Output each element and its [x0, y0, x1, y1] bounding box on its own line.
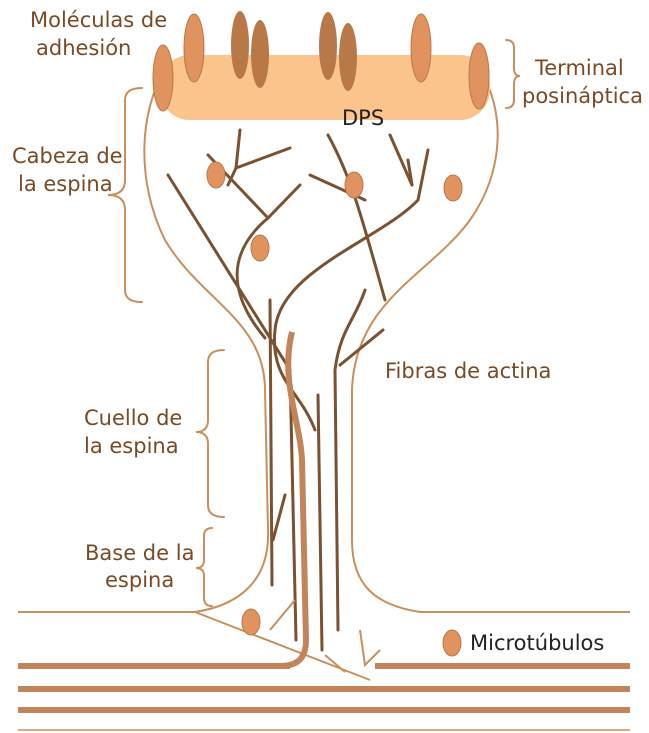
- actin-fiber: [236, 148, 290, 168]
- actin-fiber: [408, 160, 412, 185]
- adhesion-molecule: [231, 11, 249, 79]
- vesicle: [444, 175, 462, 201]
- vesicle: [251, 235, 269, 261]
- bracket-neck: [196, 350, 224, 517]
- vesicle: [207, 162, 225, 188]
- base-label-line2: espina: [105, 568, 174, 592]
- legend-microtubule-swatch: [443, 630, 461, 656]
- actin-fiber: [168, 175, 296, 640]
- adhesion-label-line2: adhesión: [36, 36, 131, 60]
- bracket-head: [108, 88, 142, 302]
- neck-label-line1: Cuello de: [84, 406, 182, 430]
- spine-outline-right: [352, 70, 630, 612]
- adhesion-molecule: [339, 23, 357, 91]
- vesicle: [242, 609, 260, 635]
- actin-fiber: [328, 135, 385, 300]
- terminal-label-line1: Terminal: [534, 56, 624, 80]
- adhesion-molecule: [251, 20, 269, 88]
- adhesion-molecule: [319, 12, 337, 80]
- actin-fiber: [340, 330, 383, 365]
- bracket-terminal: [506, 40, 520, 108]
- adhesion-molecule: [153, 45, 173, 111]
- adhesion-label-line1: Moléculas de: [30, 8, 167, 32]
- psd-label: DPS: [342, 106, 384, 130]
- neck-label-line2: la espina: [84, 434, 179, 458]
- actin-fiber: [318, 395, 322, 650]
- actin-fiber: [270, 300, 272, 585]
- actin-label: Fibras de actina: [385, 359, 551, 383]
- actin-fiber: [273, 495, 285, 540]
- adhesion-molecule: [184, 14, 204, 82]
- microtubules-label: Microtúbulos: [470, 631, 604, 655]
- base-label-line1: Base de la: [85, 541, 194, 565]
- adhesion-molecule: [469, 43, 489, 109]
- base-fiber: [270, 600, 295, 630]
- terminal-label-line2: posináptica: [522, 84, 643, 108]
- head-label-line2: la espina: [18, 172, 113, 196]
- base-fiber: [360, 630, 380, 665]
- bracket-base: [196, 528, 212, 606]
- head-label-line1: Cabeza de: [12, 144, 123, 168]
- brackets: [108, 40, 520, 606]
- adhesion-molecule: [411, 14, 431, 82]
- vesicle: [345, 172, 363, 198]
